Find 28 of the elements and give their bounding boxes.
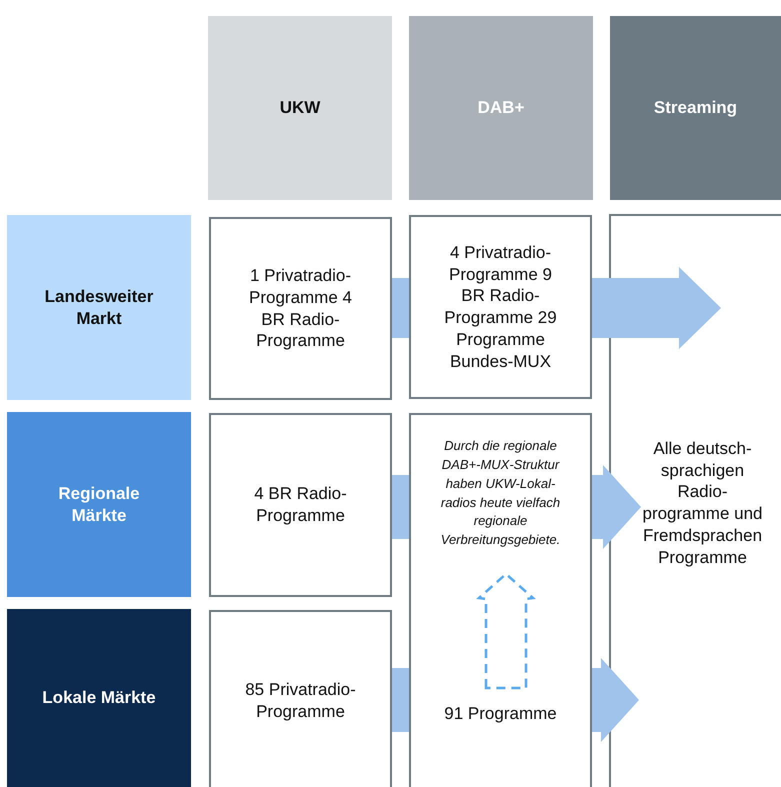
cell-text: 85 Privatradio-Programme: [244, 679, 357, 723]
row-header: [7, 412, 191, 597]
header-text: Regionale Märkte: [57, 482, 141, 526]
cell-box: [209, 217, 392, 400]
block-arrow: [592, 465, 641, 549]
header-text: UKW: [280, 97, 320, 119]
cell-box: [609, 214, 781, 787]
cell-text: 91 Programme: [443, 703, 558, 725]
cell-box: [409, 215, 592, 399]
header-text: DAB+: [478, 97, 524, 119]
column-header: [610, 16, 781, 200]
cell-text: 4 Privatradio-Programme 9 BR Radio-Programme 29 Programme Bundes-MUX: [443, 242, 558, 372]
cell-box: [209, 610, 392, 787]
header-text: Landesweiter Markt: [44, 286, 154, 330]
header-text: Streaming: [654, 97, 738, 119]
cell-text: 4 BR Radio-Programme: [253, 483, 348, 527]
header-text: Lokale Märkte: [41, 687, 157, 709]
column-header: [208, 16, 392, 200]
row-header: [7, 609, 191, 787]
block-arrow: [592, 267, 721, 349]
block-arrow: [592, 658, 639, 742]
cell-text: 1 Privatradio-Programme 4 BR Radio-Programme: [248, 265, 353, 352]
cell-box: [209, 413, 392, 597]
cell-text: Alle deutsch-sprachigen Radio-programme und Fremdsprachen Programme: [641, 438, 764, 568]
note-text: Durch die regionale DAB+-MUX-Struktur haben UKW-Lokal-radios heute vielfach regionale Verbreitungsgebiete.: [440, 437, 562, 550]
row-header: [7, 215, 191, 400]
cell-box: [409, 413, 592, 787]
column-header: [409, 16, 593, 200]
